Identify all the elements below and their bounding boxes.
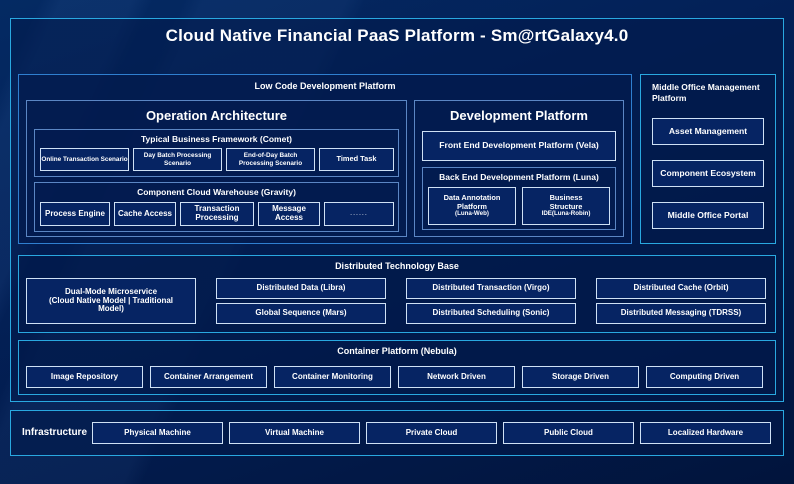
distributed-technology-base-title: Distributed Technology Base — [335, 261, 459, 271]
development-platform-title: Development Platform — [450, 108, 588, 123]
middle-office-box-middle-office-portal[interactable]: Middle Office Portal — [652, 202, 764, 229]
business-structure-line3: IDE(Luna-Robin) — [541, 209, 591, 217]
middle-office-title: Middle Office Management Platform — [652, 82, 760, 104]
component-box-cache-access[interactable]: Cache Access — [114, 202, 176, 226]
middle-office-box-component-ecosystem[interactable]: Component Ecosystem — [652, 160, 764, 187]
back-end-box-business-structure[interactable]: Business Structure IDE(Luna-Robin) — [522, 187, 610, 225]
container-platform-title: Container Platform (Nebula) — [337, 346, 457, 356]
back-end-box-data-annotation[interactable]: Data Annotation Platform (Luna-Web) — [428, 187, 516, 225]
distributed-box-cache-orbit[interactable]: Distributed Cache (Orbit) — [596, 278, 766, 299]
component-cloud-warehouse-title: Component Cloud Warehouse (Gravity) — [137, 187, 296, 197]
component-box-process-engine[interactable]: Process Engine — [40, 202, 110, 226]
typical-business-framework-title: Typical Business Framework (Comet) — [141, 134, 292, 144]
container-box-container-arrangement[interactable]: Container Arrangement — [150, 366, 267, 388]
scenario-box-timed-task[interactable]: Timed Task — [319, 148, 394, 171]
container-box-container-monitoring[interactable]: Container Monitoring — [274, 366, 391, 388]
container-box-network-driven[interactable]: Network Driven — [398, 366, 515, 388]
distributed-box-scheduling-sonic[interactable]: Distributed Scheduling (Sonic) — [406, 303, 576, 324]
business-structure-line2: Structure — [549, 201, 583, 211]
operation-architecture-title: Operation Architecture — [145, 108, 288, 123]
component-box-message-access[interactable]: Message Access — [258, 202, 320, 226]
middle-office-box-asset-management[interactable]: Asset Management — [652, 118, 764, 145]
dual-mode-line2: (Cloud Native Model | Traditional — [48, 295, 174, 305]
container-box-storage-driven[interactable]: Storage Driven — [522, 366, 639, 388]
infrastructure-box-localized-hardware[interactable]: Localized Hardware — [640, 422, 771, 444]
infrastructure-box-physical-machine[interactable]: Physical Machine — [92, 422, 223, 444]
infrastructure-box-virtual-machine[interactable]: Virtual Machine — [229, 422, 360, 444]
component-box-transaction-processing[interactable]: Transaction Processing — [180, 202, 254, 226]
business-structure-line1: Business — [549, 193, 583, 203]
distributed-box-messaging-tdrss[interactable]: Distributed Messaging (TDRSS) — [596, 303, 766, 324]
dual-mode-line3: Model) — [98, 304, 124, 314]
distributed-box-dual-mode-microservice[interactable]: Dual-Mode Microservice (Cloud Native Mod… — [26, 278, 196, 324]
data-annotation-line3: (Luna-Web) — [455, 209, 489, 217]
component-box-more[interactable]: ...... — [324, 202, 394, 226]
infrastructure-box-private-cloud[interactable]: Private Cloud — [366, 422, 497, 444]
scenario-box-end-of-day-batch[interactable]: End-of-Day Batch Processing Scenario — [226, 148, 315, 171]
infrastructure-box-public-cloud[interactable]: Public Cloud — [503, 422, 634, 444]
distributed-box-transaction-virgo[interactable]: Distributed Transaction (Virgo) — [406, 278, 576, 299]
container-box-image-repository[interactable]: Image Repository — [26, 366, 143, 388]
container-box-computing-driven[interactable]: Computing Driven — [646, 366, 763, 388]
front-end-development-platform-box[interactable]: Front End Development Platform (Vela) — [422, 131, 616, 161]
distributed-box-global-sequence-mars[interactable]: Global Sequence (Mars) — [216, 303, 386, 324]
scenario-box-day-batch[interactable]: Day Batch Processing Scenario — [133, 148, 222, 171]
back-end-development-platform-title: Back End Development Platform (Luna) — [439, 172, 599, 182]
dual-mode-line1: Dual-Mode Microservice — [64, 286, 158, 296]
page-title: Cloud Native Financial PaaS Platform - S… — [165, 26, 629, 45]
data-annotation-line1: Data Annotation — [443, 193, 501, 203]
scenario-box-online-transaction[interactable]: Online Transaction Scenario — [40, 148, 129, 171]
data-annotation-line2: Platform — [457, 201, 487, 211]
infrastructure-label: Infrastructure — [22, 427, 88, 438]
distributed-box-data-libra[interactable]: Distributed Data (Libra) — [216, 278, 386, 299]
low-code-platform-title: Low Code Development Platform — [254, 81, 396, 91]
